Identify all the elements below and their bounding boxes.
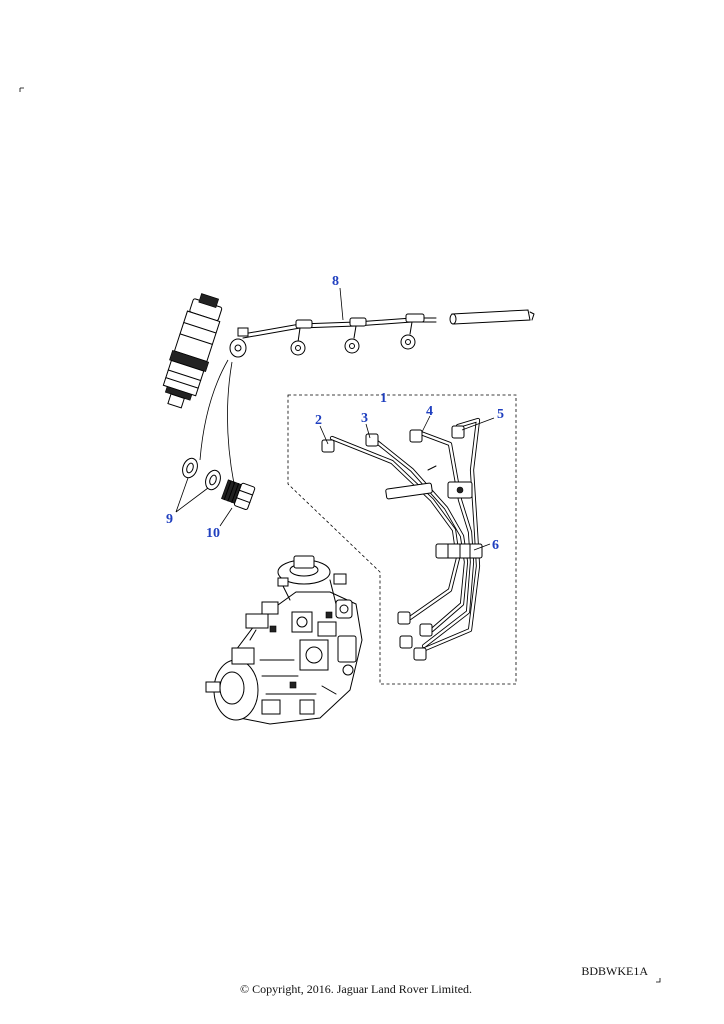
- crop-marks: [19, 87, 661, 983]
- banjo-fitting-1: [229, 327, 249, 358]
- pipe-nut-5: [451, 425, 465, 439]
- injector-nozzle: [162, 293, 223, 409]
- pipe-nut-2: [321, 439, 335, 453]
- callout-1: 1: [380, 391, 387, 406]
- pipe-nut-3: [365, 433, 379, 447]
- callout-leaders: [175, 287, 495, 551]
- pipe-clip-6: [435, 543, 483, 559]
- leak-off-pipe: [229, 309, 535, 358]
- callout-5: 5: [497, 407, 504, 422]
- callout-2: 2: [315, 413, 322, 428]
- pipe-nuts-lower: [397, 611, 433, 661]
- injector-pipes: [329, 417, 481, 655]
- callout-8: 8: [332, 274, 339, 289]
- diagram-reference-code: BDBWKE1A: [581, 964, 648, 978]
- leader-fitting-to-washers: [199, 359, 229, 461]
- callout-6: 6: [492, 538, 499, 553]
- callout-4: 4: [426, 404, 433, 419]
- leak-off-hose: [449, 309, 535, 325]
- callout-10: 10: [206, 526, 220, 541]
- copyright-notice: © Copyright, 2016. Jaguar Land Rover Lim…: [239, 982, 473, 996]
- sealing-washers: [182, 457, 221, 491]
- leader-fitting-to-bolt: [227, 361, 235, 485]
- pipe-nut-4: [409, 429, 423, 443]
- callout-9: 9: [166, 512, 173, 527]
- banjo-fitting-4: [400, 313, 425, 350]
- banjo-bolt: [221, 479, 256, 511]
- pipe-clip-upper: [385, 465, 473, 500]
- injection-pump: [205, 555, 363, 725]
- banjo-fitting-2: [290, 319, 313, 356]
- callout-3: 3: [361, 411, 368, 426]
- banjo-fitting-3: [344, 317, 367, 354]
- kit-boundary: [287, 394, 517, 685]
